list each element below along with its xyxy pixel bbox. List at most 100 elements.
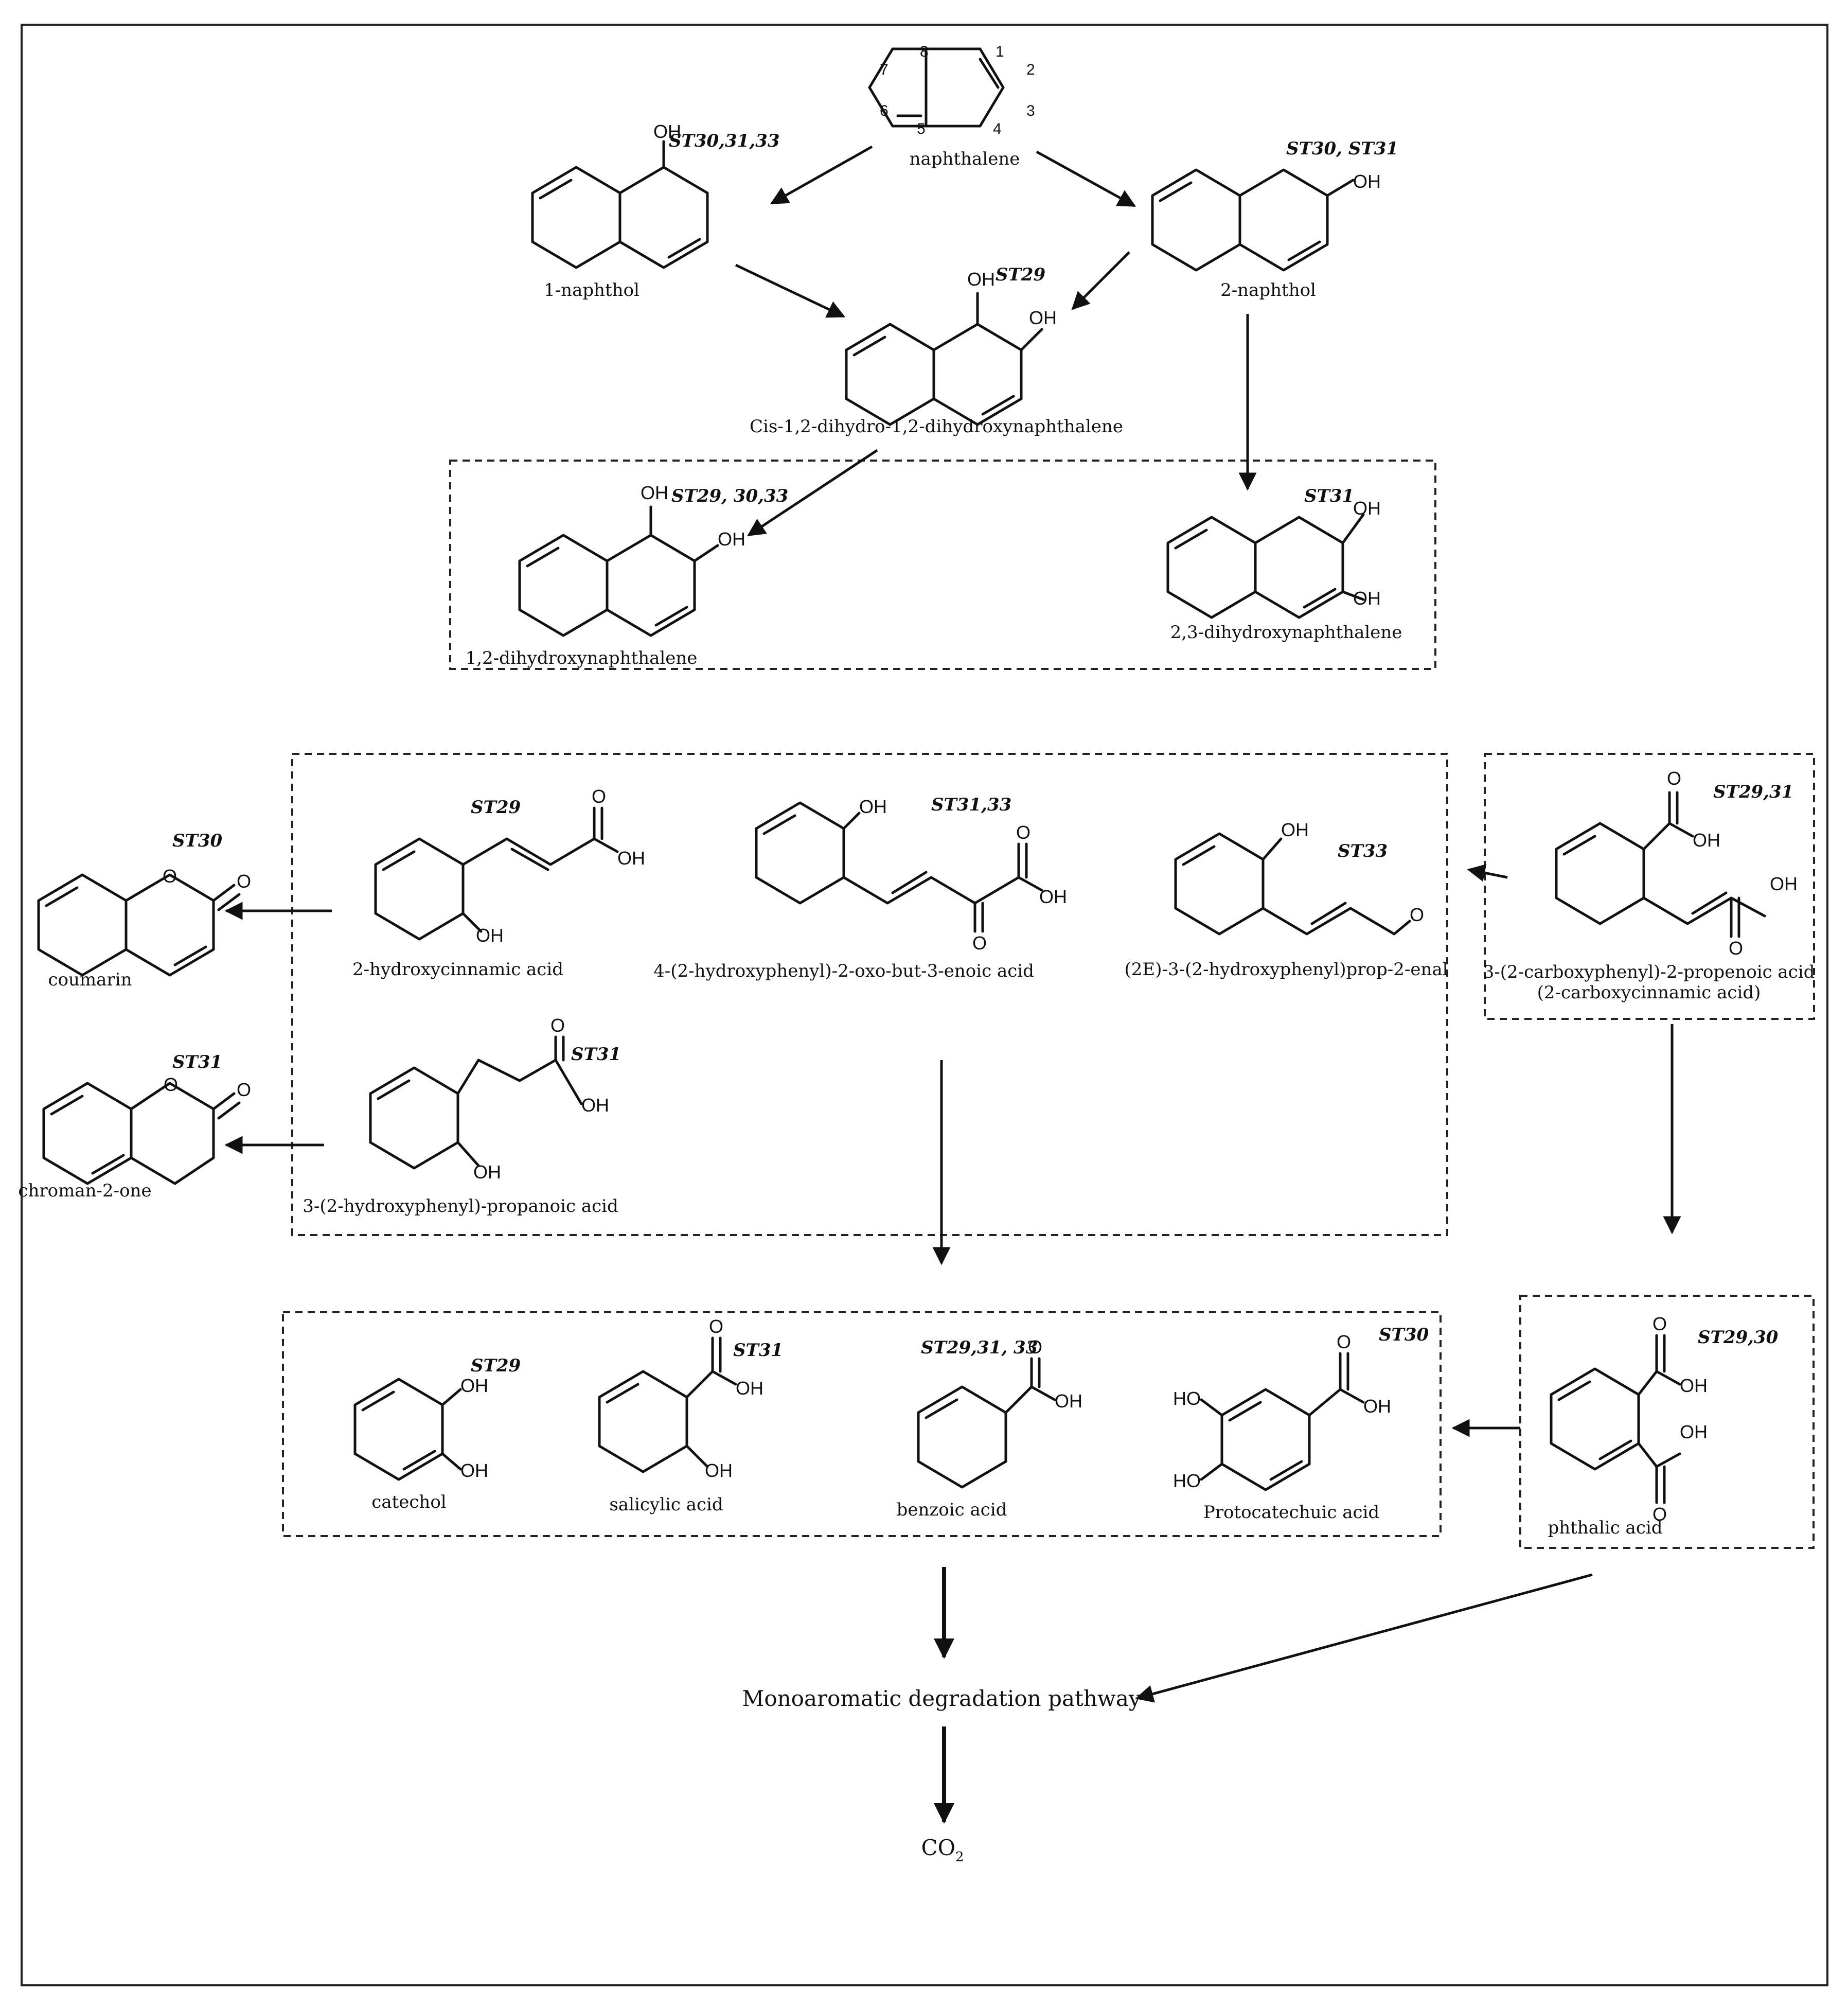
phthalic-o1: O — [1652, 1313, 1667, 1334]
cis-dihydrodiol-strains: ST29 — [996, 265, 1045, 285]
propenal-strains: ST33 — [1338, 841, 1388, 861]
coumarin-label: coumarin — [48, 970, 132, 990]
position-8-label: 8 — [920, 43, 929, 60]
2-3-dhn-strains: ST31 — [1304, 486, 1354, 506]
arrow-naphthalene-to-1-naphthol — [770, 145, 873, 205]
1-naphthol-label: 1-naphthol — [544, 280, 639, 301]
oxo-butenoic-o-keto: O — [972, 932, 987, 954]
carboxycinnamic-label: 3-(2-carboxyphenyl)-2-propenoic acid — [1483, 962, 1815, 982]
co2-label: CO2 — [921, 1835, 964, 1865]
oxo-butenoic-oh-ring: OH — [859, 796, 887, 817]
protocatechuic-oh: OH — [1363, 1396, 1391, 1417]
benzoic-label: benzoic acid — [897, 1500, 1007, 1520]
chroman-2-one-structure — [42, 1082, 241, 1185]
co2-subscript: 2 — [955, 1849, 964, 1865]
protocatechuic-label: Protocatechuic acid — [1203, 1502, 1379, 1523]
propenal-structure — [1174, 832, 1411, 936]
cis-dihydrodiol-oh2: OH — [1029, 307, 1057, 328]
propanoic-strains: ST31 — [571, 1044, 621, 1065]
coumarin-ring-o: O — [163, 866, 177, 887]
1-2-dihydroxynaphthalene-structure — [518, 505, 719, 637]
coumarin-o: O — [237, 871, 251, 892]
salicylic-acid-structure — [598, 1336, 737, 1473]
2-3-dihydroxynaphthalene-structure — [1166, 513, 1365, 619]
catechol-oh2: OH — [460, 1460, 488, 1481]
2-naphthol-structure — [1151, 168, 1355, 272]
propanoic-oh-ring: OH — [473, 1161, 501, 1183]
carboxycinnamic-oh2: OH — [1770, 873, 1798, 894]
arrow-1-naphthol-to-dihydrodiol — [735, 263, 846, 318]
catechol-strains: ST29 — [471, 1355, 521, 1376]
benzoic-oh: OH — [1055, 1390, 1082, 1412]
oxo-butenoic-acid-structure — [755, 801, 1043, 933]
carboxycinnamic-oh1: OH — [1693, 830, 1720, 851]
2-3-dhn-oh2: OH — [1353, 588, 1381, 609]
naphthalene-label: naphthalene — [910, 149, 1020, 169]
coumarin-strains: ST30 — [172, 831, 223, 851]
2-3-dhn-label: 2,3-dihydroxynaphthalene — [1170, 622, 1402, 643]
benzoic-strains: ST29,31, 33 — [921, 1337, 1038, 1358]
position-1-label: 1 — [996, 43, 1004, 60]
cis-dihydrodiol-structure — [845, 292, 1043, 426]
hydroxycinnamic-label: 2-hydroxycinnamic acid — [352, 959, 563, 980]
arrow-2-naphthol-to-dihydrodiol — [1071, 251, 1130, 310]
2-3-dhn-oh1: OH — [1353, 498, 1381, 519]
cis-dihydrodiol-label: Cis-1,2-dihydro-1,2-dihydroxynaphthalene — [750, 416, 1123, 437]
hydroxycinnamic-oh: OH — [617, 848, 645, 869]
arrow-naphthalene-to-2-naphthol — [1036, 150, 1136, 207]
position-6-label: 6 — [880, 102, 889, 119]
1-2-dhn-label: 1,2-dihydroxynaphthalene — [466, 648, 698, 668]
phthalic-oh2: OH — [1680, 1421, 1708, 1442]
protocatechuic-ho2: HO — [1173, 1470, 1201, 1491]
carboxycinnamic-o1: O — [1667, 768, 1681, 789]
phthalic-acid-structure — [1550, 1334, 1681, 1504]
1-2-dhn-strains: ST29, 30,33 — [671, 486, 788, 506]
catechol-label: catechol — [371, 1492, 446, 1512]
chromanone-ring-o: O — [164, 1074, 178, 1095]
carboxycinnamic-box — [1484, 753, 1815, 1020]
coumarin-structure — [37, 873, 241, 977]
arrow-phthalic-to-pathway — [1135, 1573, 1593, 1703]
salicylic-oh-ring: OH — [705, 1460, 733, 1481]
propanoic-label: 3-(2-hydroxyphenyl)-propanoic acid — [303, 1196, 618, 1217]
phthalic-strains: ST29,30 — [1698, 1327, 1779, 1348]
position-5-label: 5 — [917, 120, 926, 137]
catechol-oh1: OH — [460, 1375, 488, 1396]
position-3-label: 3 — [1026, 102, 1035, 119]
position-7-label: 7 — [880, 61, 889, 78]
oxo-butenoic-oh: OH — [1039, 886, 1067, 907]
1-2-dhn-oh2: OH — [718, 528, 745, 550]
dihydroxynaphthalene-group-box — [449, 460, 1436, 670]
propanoic-oh: OH — [581, 1095, 609, 1116]
phthalic-oh1: OH — [1680, 1375, 1708, 1396]
co2-text: CO — [921, 1835, 955, 1860]
1-naphthol-structure — [531, 140, 709, 269]
arrow-dihydrodiol-to-1-2-dhn — [747, 449, 878, 537]
chromanone-strains: ST31 — [172, 1052, 222, 1072]
position-2-label: 2 — [1026, 61, 1035, 78]
carboxycinnamic-label-alt: (2-carboxycinnamic acid) — [1537, 982, 1761, 1003]
2-hydroxycinnamic-acid-structure — [374, 806, 619, 941]
benzoic-o: O — [1028, 1336, 1042, 1358]
arrow-carboxycinnamic-to-propenal — [1467, 864, 1508, 882]
salicylic-label: salicylic acid — [609, 1494, 723, 1515]
chromanone-label: chroman-2-one — [18, 1180, 151, 1201]
1-naphthol-oh: OH — [653, 121, 681, 142]
2-naphthol-label: 2-naphthol — [1220, 280, 1316, 301]
protocatechuic-acid-structure — [1200, 1352, 1365, 1491]
benzoic-acid-structure — [917, 1357, 1056, 1489]
salicylic-strains: ST31 — [733, 1340, 783, 1361]
propenal-oh: OH — [1281, 819, 1309, 840]
ring-cleavage-group-box — [291, 753, 1448, 1236]
oxo-butenoic-strains: ST31,33 — [931, 795, 1011, 815]
position-4-label: 4 — [993, 120, 1002, 137]
carboxycinnamic-o2: O — [1729, 938, 1743, 959]
hydroxycinnamic-strains: ST29 — [471, 797, 521, 818]
catechol-structure — [353, 1378, 462, 1481]
monoaromatic-pathway-label: Monoaromatic degradation pathway — [742, 1686, 1141, 1711]
propenal-o: O — [1410, 904, 1424, 925]
phthalic-label: phthalic acid — [1548, 1518, 1662, 1538]
propanoic-o: O — [550, 1015, 565, 1036]
propanoic-acid-structure — [369, 1035, 583, 1170]
